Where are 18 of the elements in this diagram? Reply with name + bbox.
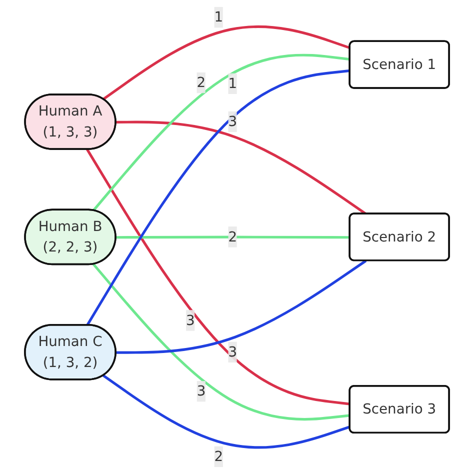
edge-label: 2	[228, 228, 238, 245]
edge-label: 2	[196, 74, 206, 91]
connector	[86, 69, 350, 326]
edge-label: 2	[214, 448, 224, 464]
connector	[116, 260, 367, 354]
connector	[102, 374, 350, 449]
edge-label: 3	[186, 312, 195, 328]
connector	[116, 236, 350, 239]
connector	[92, 263, 350, 421]
connector	[86, 148, 350, 406]
edge-label: 3	[196, 382, 206, 400]
edge-label: 3	[228, 113, 238, 130]
edge-label: 3	[228, 343, 238, 360]
edge-label: 1	[214, 8, 224, 26]
connector	[92, 54, 350, 212]
edge-label: 1	[228, 74, 238, 92]
connector	[116, 120, 367, 216]
connector	[102, 25, 350, 100]
